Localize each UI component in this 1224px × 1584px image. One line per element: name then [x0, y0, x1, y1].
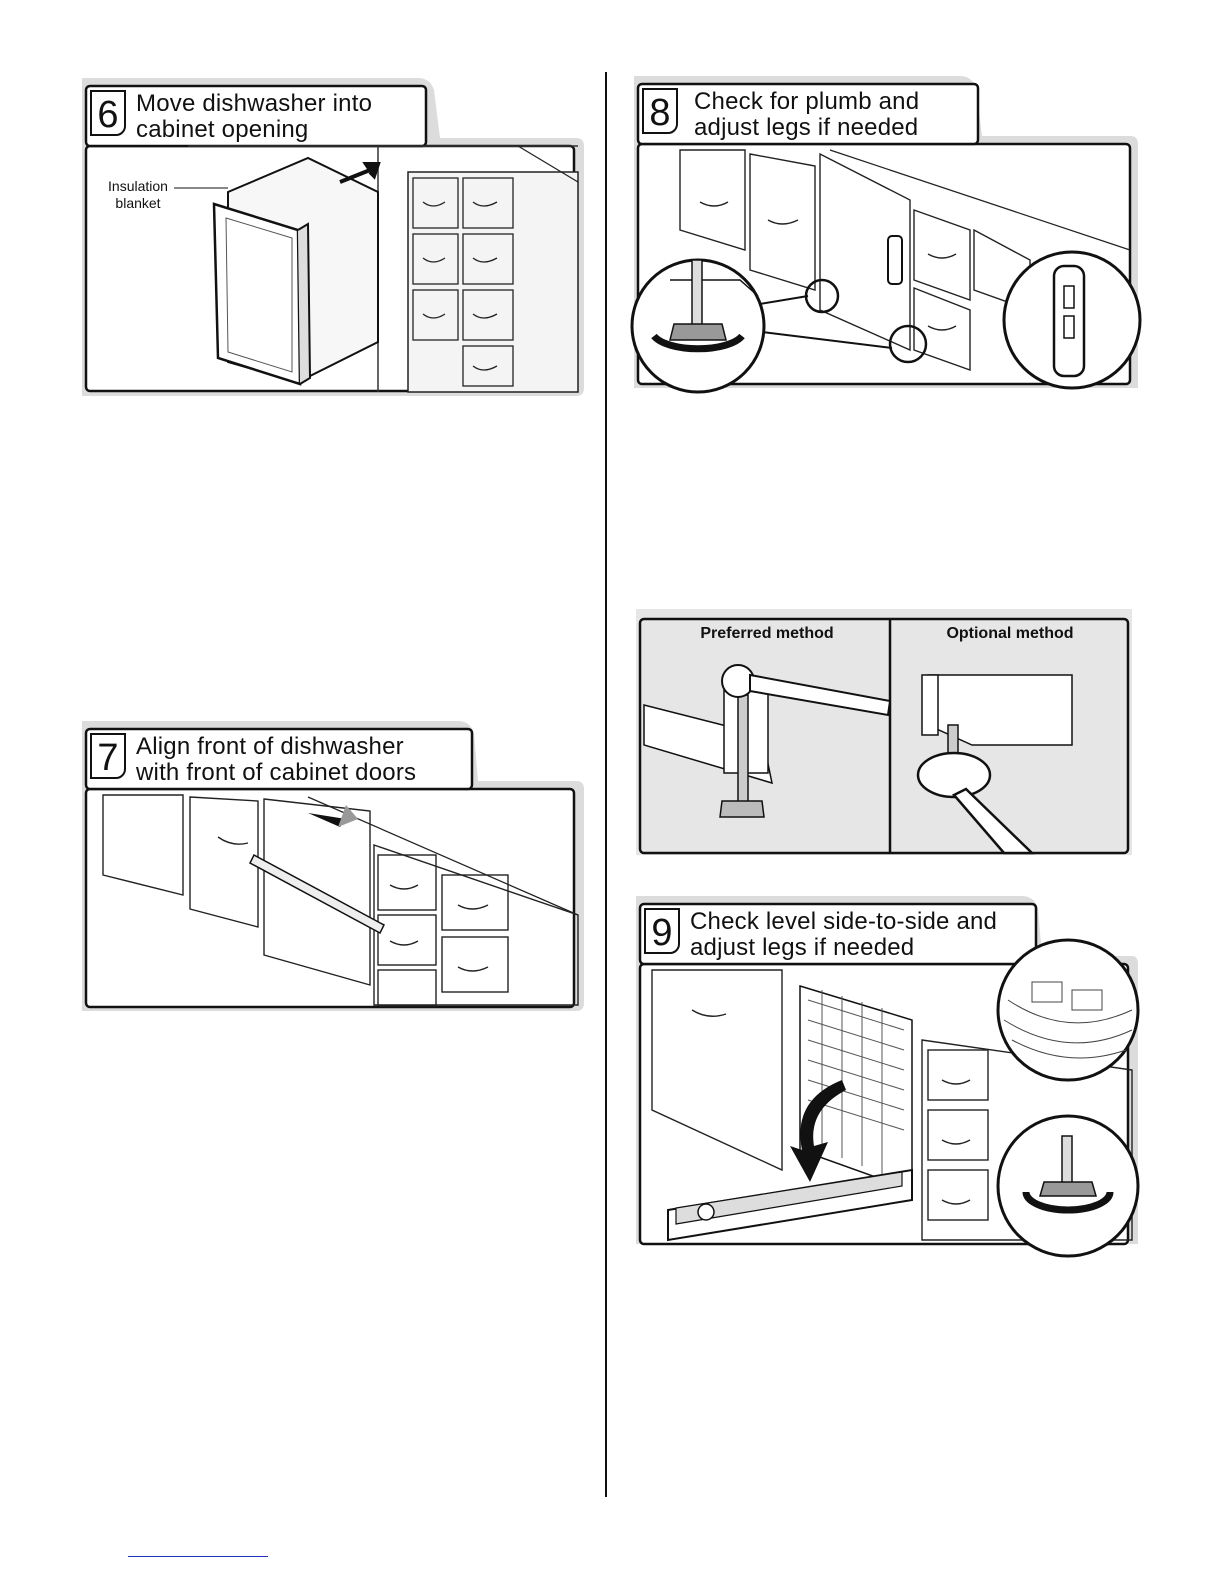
leg-adjust-methods-panel: Preferred method Optional method [632, 605, 1138, 860]
step-7-title: Align front of dishwasher with front of … [136, 734, 416, 786]
leg-adjust-methods-illustration [632, 605, 1138, 860]
column-divider [605, 72, 607, 1497]
optional-method-label: Optional method [890, 625, 1130, 643]
step-9-panel: 9 Check level side-to-side and adjust le… [632, 890, 1142, 1260]
step-9-number: 9 [644, 908, 680, 954]
footer-link-underline [128, 1556, 268, 1557]
step-6-panel: 6 Move dishwasher into cabinet opening I… [78, 72, 588, 402]
step-9-title: Check level side-to-side and adjust legs… [690, 909, 997, 961]
step-8-title: Check for plumb and adjust legs if neede… [694, 89, 919, 141]
preferred-method-label: Preferred method [644, 625, 890, 643]
step-8-number: 8 [642, 88, 678, 134]
step-6-callout: Insulation blanket [98, 178, 178, 212]
step-6-title: Move dishwasher into cabinet opening [136, 91, 372, 143]
step-8-panel: 8 Check for plumb and adjust legs if nee… [630, 70, 1140, 400]
step-6-number: 6 [90, 90, 126, 136]
step-7-panel: 7 Align front of dishwasher with front o… [78, 715, 588, 1015]
step-7-number: 7 [90, 733, 126, 779]
